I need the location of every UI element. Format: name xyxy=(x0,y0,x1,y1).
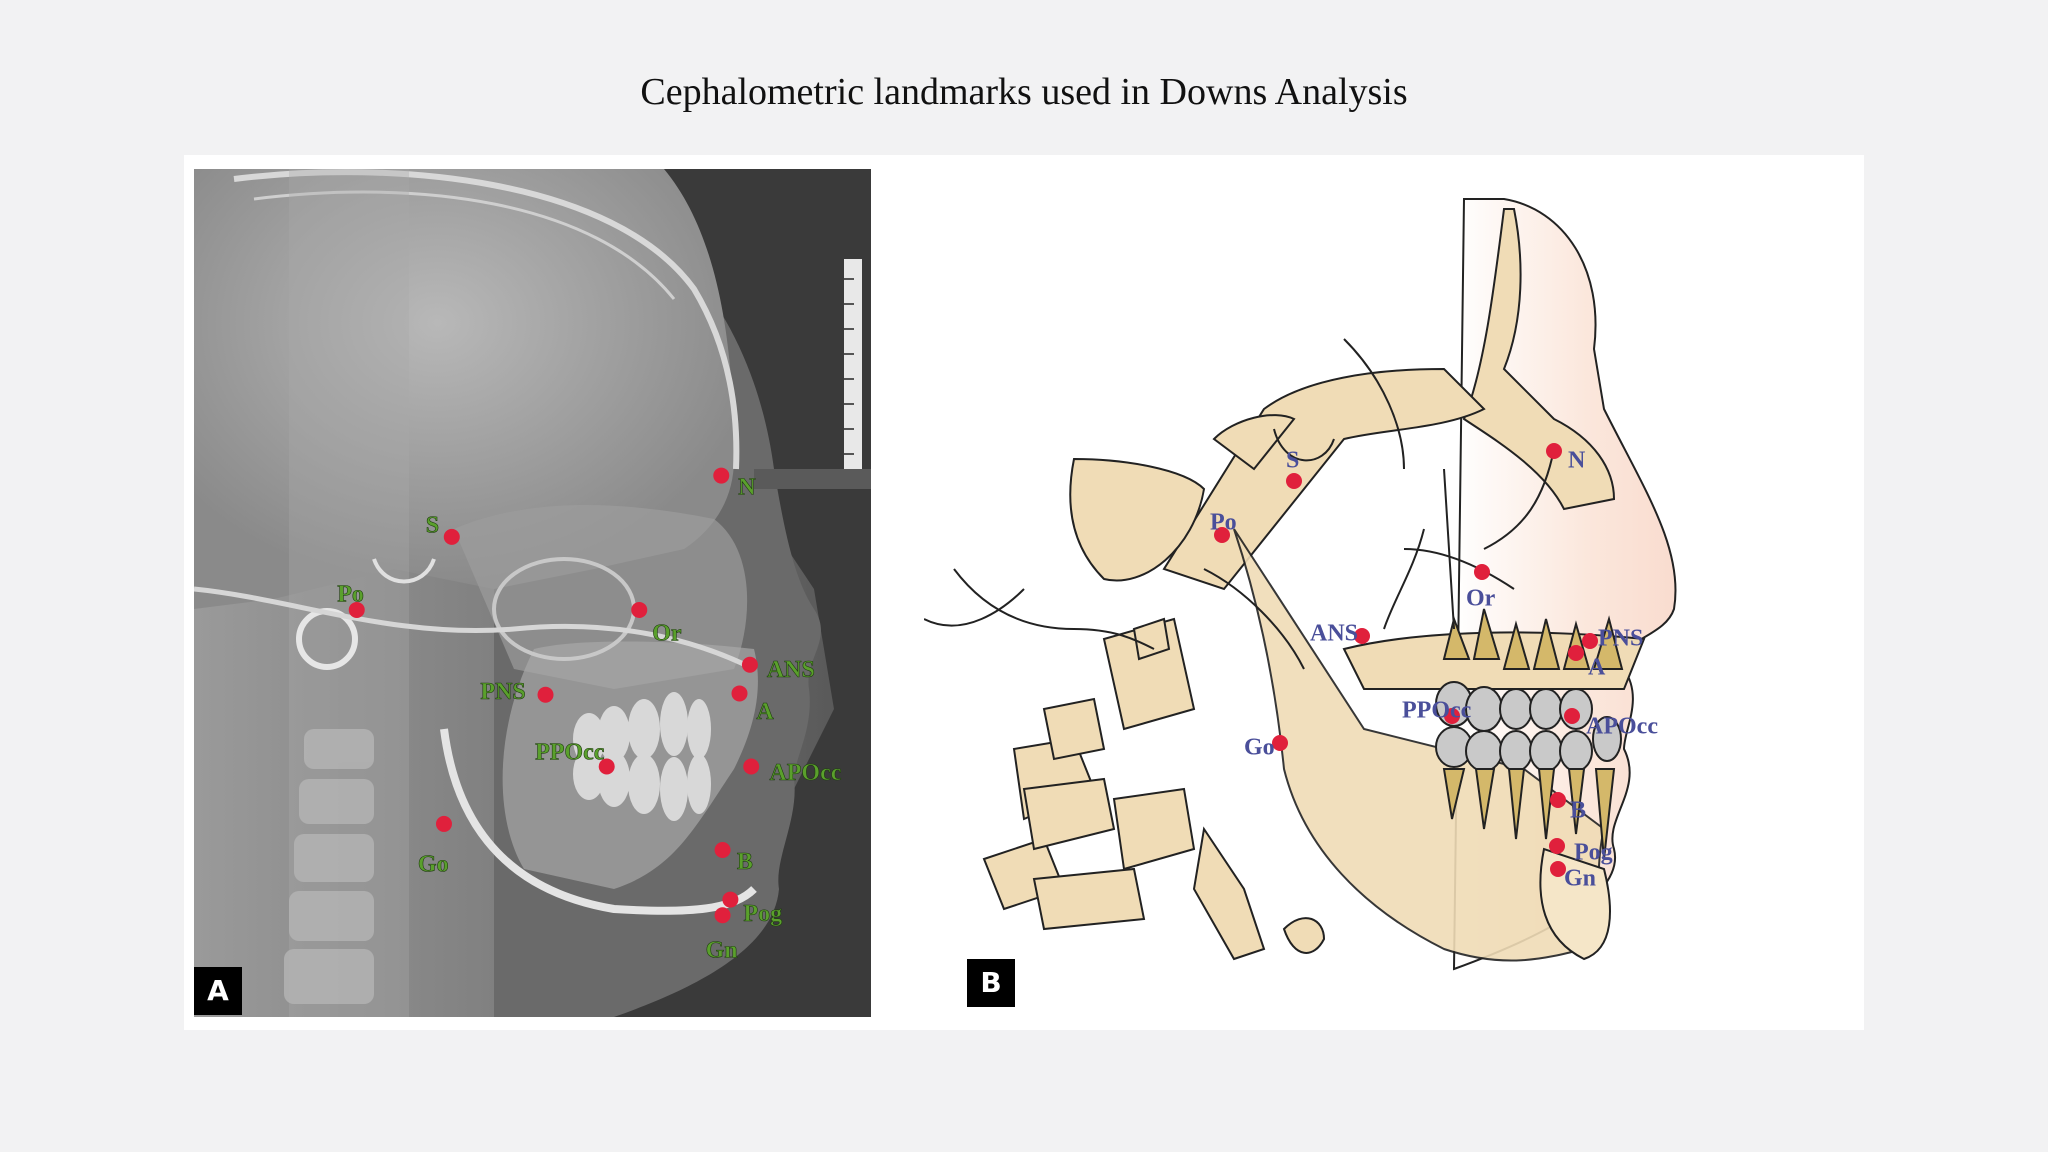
rad-point-a xyxy=(731,685,748,702)
rad-point-s xyxy=(443,528,460,545)
ill-label-po: Po xyxy=(1210,509,1237,535)
rad-point-n xyxy=(713,467,730,484)
rad-point-pog xyxy=(722,891,739,908)
ill-label-go: Go xyxy=(1244,734,1275,760)
ill-point-a xyxy=(1568,645,1584,661)
rad-point-go xyxy=(435,815,452,832)
rad-label-gn: Gn xyxy=(706,938,738,964)
rad-point-pns xyxy=(537,686,554,703)
rad-point-apocc xyxy=(743,758,760,775)
rad-label-or: Or xyxy=(652,621,682,647)
panel-b-letter: B xyxy=(967,959,1015,1007)
rad-label-pns: PNS xyxy=(480,679,525,705)
ill-point-ppocc xyxy=(1444,708,1460,724)
ill-label-a: A xyxy=(1588,654,1606,680)
rad-label-n: N xyxy=(738,474,756,500)
ill-label-apocc: APOcc xyxy=(1586,713,1658,739)
rad-label-b: B xyxy=(737,849,753,875)
panel-a-letter: A xyxy=(194,967,242,1015)
ill-point-n xyxy=(1546,443,1562,459)
ill-point-b xyxy=(1550,792,1566,808)
ill-point-apocc xyxy=(1564,708,1580,724)
ill-label-s: S xyxy=(1286,447,1299,473)
ill-label-ppocc: PPOcc xyxy=(1402,697,1472,723)
ill-label-ans: ANS xyxy=(1310,620,1358,646)
rad-label-po: Po xyxy=(337,581,364,607)
ill-point-s xyxy=(1286,473,1302,489)
rad-point-po xyxy=(348,601,365,618)
ill-point-or xyxy=(1474,564,1490,580)
ill-label-or: Or xyxy=(1466,585,1496,611)
rad-label-ppocc: PPOcc xyxy=(535,739,605,765)
ill-label-b: B xyxy=(1570,797,1586,823)
rad-label-ans: ANS xyxy=(767,657,815,683)
rad-point-b xyxy=(714,842,731,859)
ill-point-po xyxy=(1214,527,1230,543)
ill-point-gn xyxy=(1550,861,1566,877)
rad-point-or xyxy=(631,601,648,618)
rad-label-a: A xyxy=(756,699,774,725)
rad-label-go: Go xyxy=(418,851,449,877)
ill-label-gn: Gn xyxy=(1564,865,1596,891)
ill-point-pns xyxy=(1582,633,1598,649)
ill-point-ans xyxy=(1354,628,1370,644)
figure-title: Cephalometric landmarks used in Downs An… xyxy=(640,71,1408,113)
rad-point-ppocc xyxy=(598,758,615,775)
ill-label-n: N xyxy=(1568,447,1586,473)
rad-label-apocc: APOcc xyxy=(769,760,841,786)
ill-point-pog xyxy=(1549,838,1565,854)
rad-point-gn xyxy=(714,907,731,924)
rad-point-ans xyxy=(741,656,758,673)
ill-point-go xyxy=(1272,735,1288,751)
ill-label-pns: PNS xyxy=(1598,625,1643,651)
rad-label-s: S xyxy=(426,512,439,538)
rad-label-pog: Pog xyxy=(743,901,782,927)
ill-label-pog: Pog xyxy=(1574,839,1613,865)
